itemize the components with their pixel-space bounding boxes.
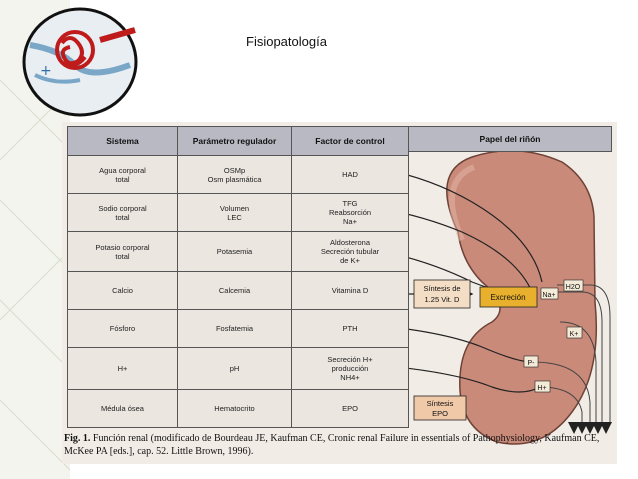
header-parametro: Parámetro regulador [177,126,292,156]
cell-parametro: Hematocrito [177,389,292,428]
cell-factor: EPO [291,389,409,428]
ion-na: Na+ [542,292,555,299]
excrecion-box [479,286,538,308]
cell-sistema: H+ [67,347,178,390]
table-row: Médula ósea Hematocrito EPO [67,389,409,428]
table-row: Potasio corporal total Potasemia Aldoste… [67,231,409,272]
slide-title: Fisiopatología [246,34,327,49]
figure-panel: Síntesis de 1.25 Vit. D Excreción Síntes… [62,122,617,464]
cell-factor: Aldosterona Secreción tubular de K+ [291,231,409,272]
table-row: Fósforo Fosfatemia PTH [67,309,409,348]
vitd-label-2: 1.25 Vit. D [425,295,460,304]
caption-fig: Fig. 1. [64,433,91,444]
cell-sistema: Médula ósea [67,389,178,428]
cell-parametro: Volumen LEC [177,193,292,232]
ion-p: P- [528,360,536,367]
cell-sistema: Fósforo [67,309,178,348]
nephron-logo: + [22,7,138,117]
header-factor: Factor de control [291,126,409,156]
ion-k: K+ [570,331,579,338]
excrecion-label: Excreción [490,293,525,302]
vitd-box [413,279,471,309]
cell-factor: Secreción H+ producción NH4+ [291,347,409,390]
vitd-label-1: Síntesis de [423,284,460,293]
cell-sistema: Calcio [67,271,178,310]
ion-h: H+ [537,385,546,392]
cell-parametro: OSMp Osm plasmática [177,155,292,194]
table-row: Calcio Calcemia Vitamina D [67,271,409,310]
cell-factor: HAD [291,155,409,194]
cell-factor: Vitamina D [291,271,409,310]
cell-parametro: Calcemia [177,271,292,310]
cell-parametro: pH [177,347,292,390]
ion-h2o: H2O [566,284,581,291]
table-row: Agua corporal total OSMp Osm plasmática … [67,155,409,194]
cell-parametro: Potasemia [177,231,292,272]
header-sistema: Sistema [67,126,178,156]
cell-sistema: Potasio corporal total [67,231,178,272]
table-row: Sodio corporal total Volumen LEC TFG Rea… [67,193,409,232]
svg-text:+: + [40,63,52,79]
header-papel-rinon: Papel del riñón [408,126,612,152]
caption-text: Función renal (modificado de Bourdeau JE… [64,433,600,457]
cell-factor: PTH [291,309,409,348]
epo-label-2: EPO [432,409,448,418]
table-row: H+ pH Secreción H+ producción NH4+ [67,347,409,390]
cell-sistema: Sodio corporal total [67,193,178,232]
cell-parametro: Fosfatemia [177,309,292,348]
decorative-lines [0,79,70,471]
cell-factor: TFG Reabsorción Na+ [291,193,409,232]
kidney-diagram: Síntesis de 1.25 Vit. D Excreción Síntes… [327,149,612,445]
epo-box [413,395,467,421]
regulation-table: Sistema Parámetro regulador Factor de co… [67,126,409,428]
epo-label-1: Síntesis [427,399,454,408]
cell-sistema: Agua corporal total [67,155,178,194]
figure-caption: Fig. 1. Función renal (modificado de Bou… [64,432,619,458]
